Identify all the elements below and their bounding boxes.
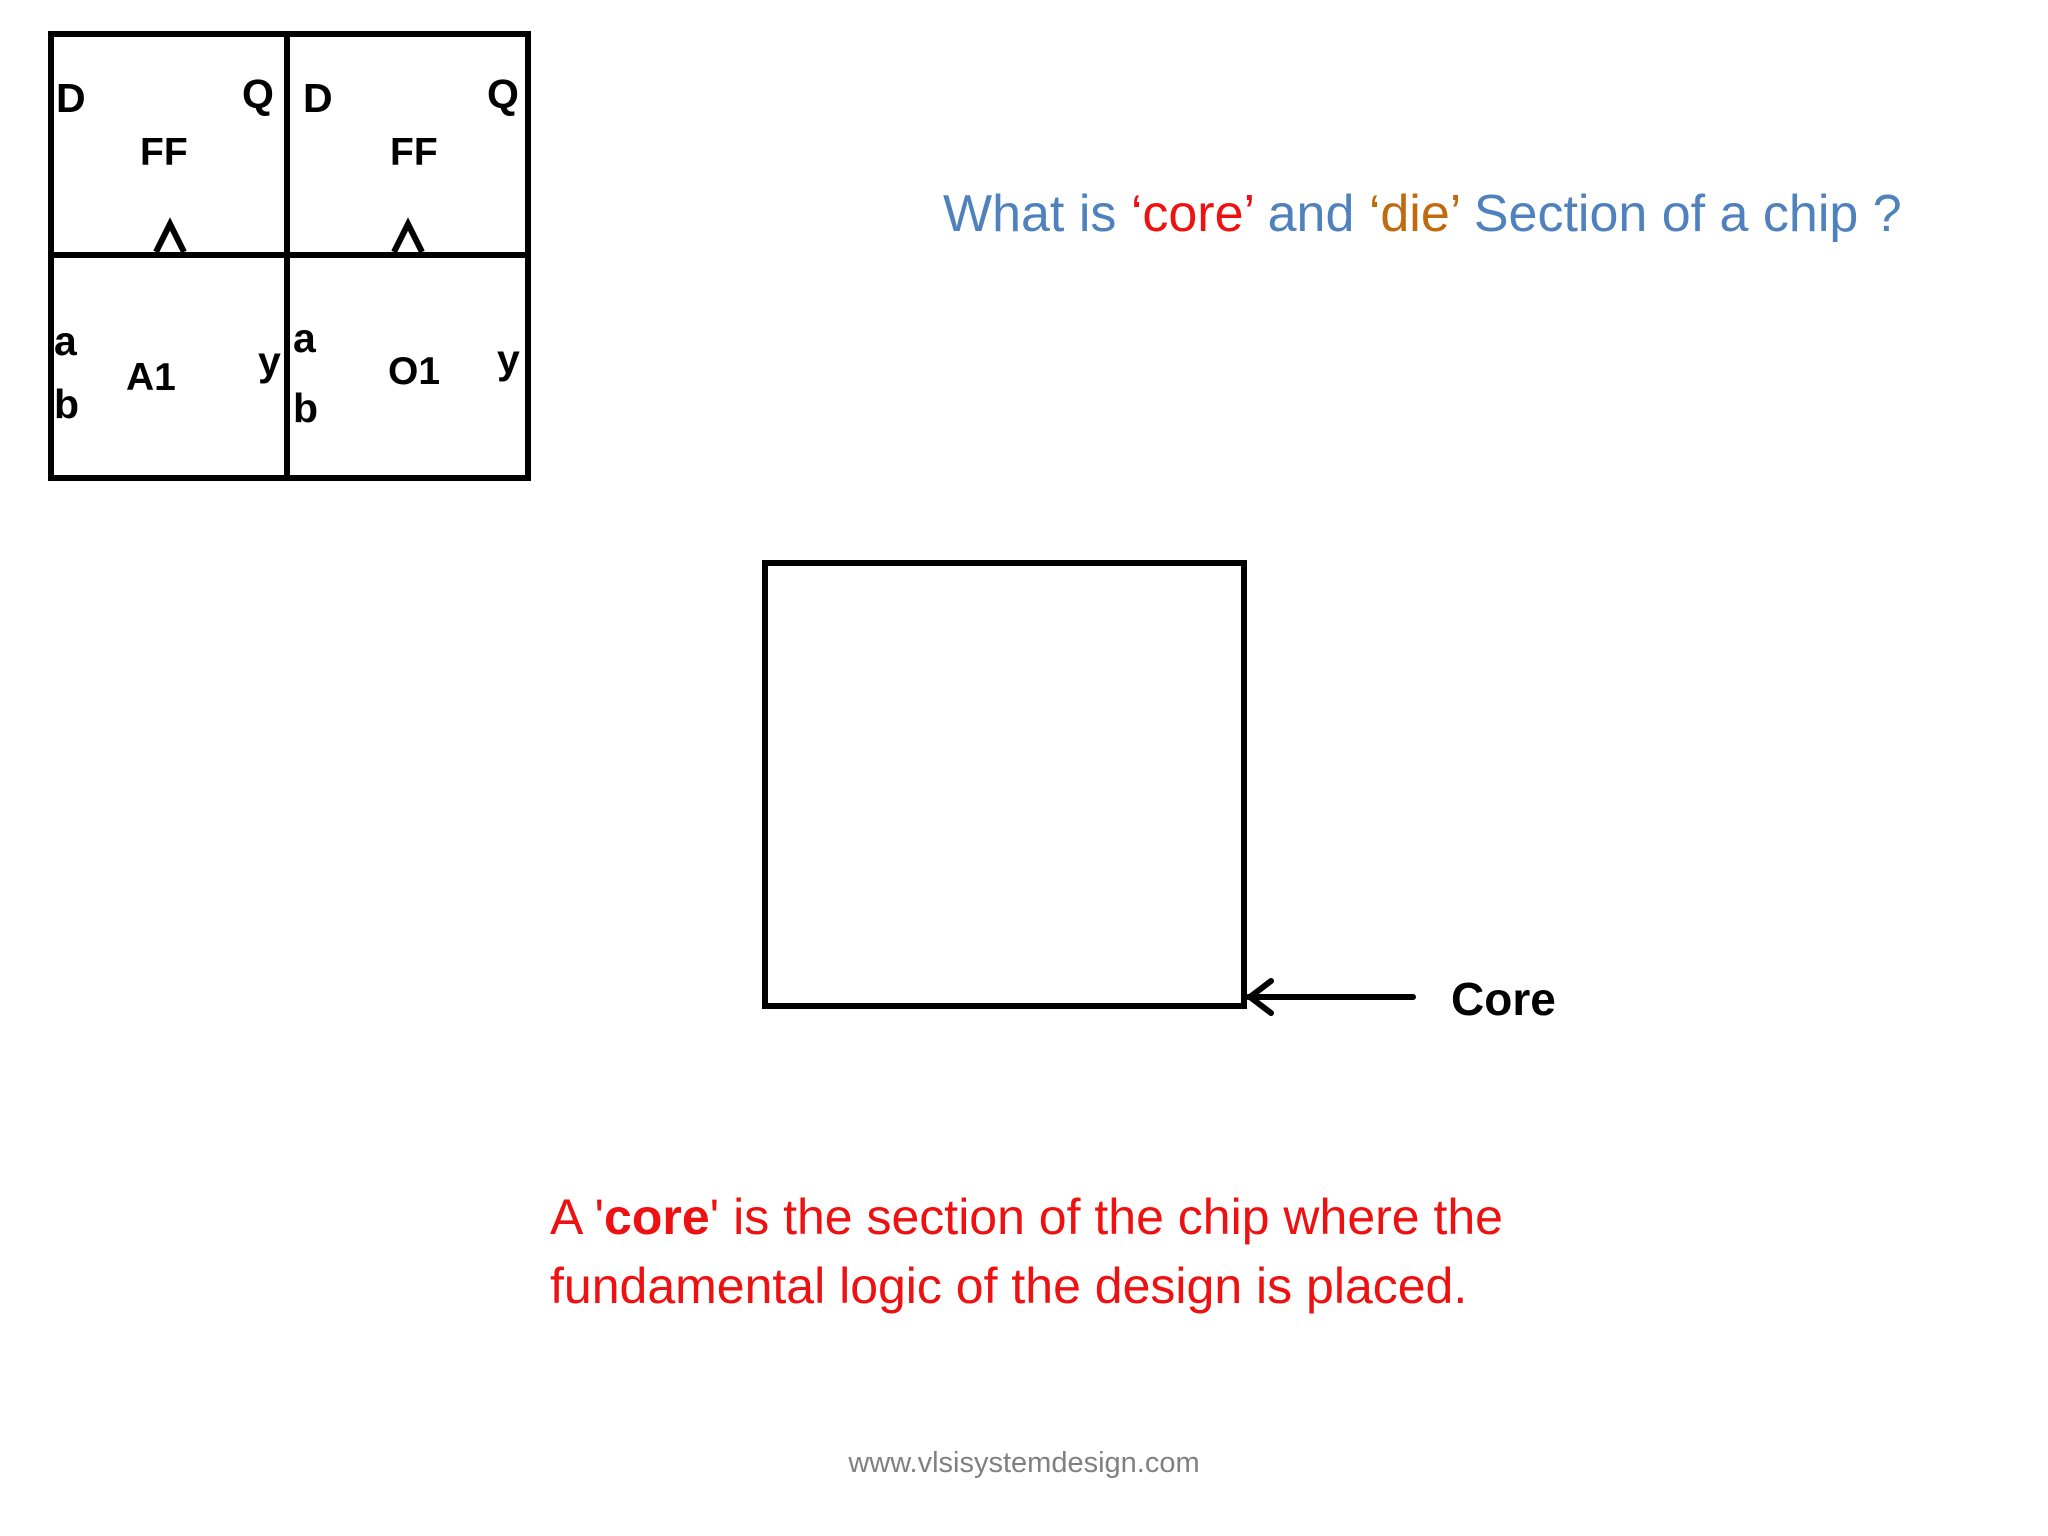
ff1-name: FF xyxy=(140,131,188,174)
and-gate-pin-a: a xyxy=(54,318,78,364)
ff2-clock-symbol xyxy=(391,217,425,254)
and-gate-pin-y: y xyxy=(258,338,281,384)
title-core-word: ‘core’ xyxy=(1130,185,1254,243)
and-gate-name: A1 xyxy=(126,356,176,399)
core-definition: A 'core' is the section of the chip wher… xyxy=(550,1183,1550,1321)
definition-keyword: core xyxy=(604,1189,710,1245)
title-die-word: ‘die’ xyxy=(1368,185,1460,243)
or-gate-name: O1 xyxy=(388,350,440,393)
standard-cell-grid xyxy=(48,31,531,481)
core-box xyxy=(762,560,1247,1009)
title-prefix: What is xyxy=(943,185,1131,243)
and-gate-pin-b: b xyxy=(54,381,79,427)
or-gate-pin-a: a xyxy=(293,315,317,361)
ff1-pin-q: Q xyxy=(242,71,274,117)
definition-rest: ' is the section of the chip where the f… xyxy=(550,1189,1503,1314)
core-arrow-head xyxy=(1247,978,1274,1016)
core-label: Core xyxy=(1451,973,1556,1025)
core-arrow xyxy=(1245,978,1416,1016)
slide-title: What is ‘core’ and ‘die’ Section of a ch… xyxy=(943,184,2023,244)
title-suffix: Section of a chip ? xyxy=(1459,185,1902,243)
ff1-pin-d: D xyxy=(56,75,86,121)
or-gate-pin-b: b xyxy=(293,385,318,431)
or-gate-pin-y: y xyxy=(497,336,520,382)
ff2-name: FF xyxy=(390,131,438,174)
title-middle: and xyxy=(1253,185,1369,243)
ff1-clock-symbol xyxy=(153,217,187,254)
ff2-pin-q: Q xyxy=(487,71,519,117)
definition-lead: A ' xyxy=(550,1189,605,1245)
ff2-pin-d: D xyxy=(303,75,333,121)
footer-url: www.vlsisystemdesign.com xyxy=(848,1447,1200,1479)
